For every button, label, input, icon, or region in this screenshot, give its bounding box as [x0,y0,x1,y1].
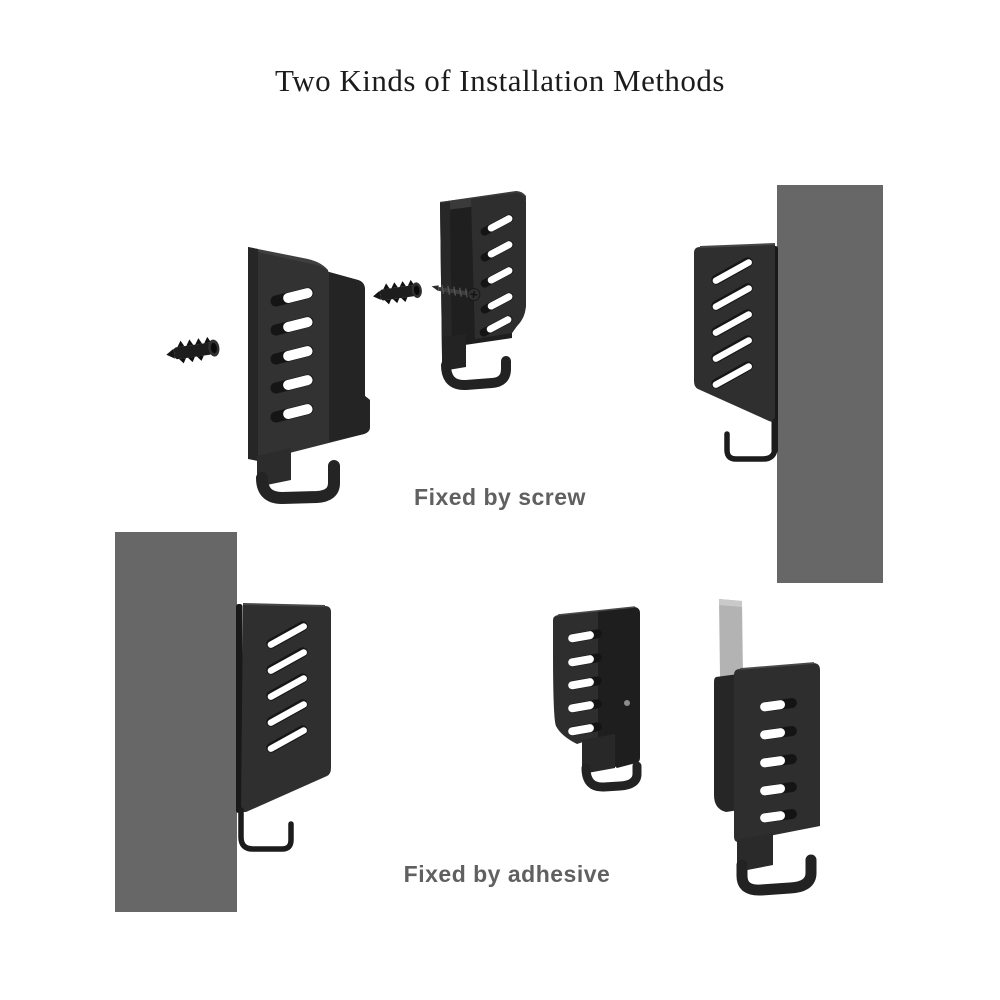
illustration-bracket-rear-with-screw-and-anchor [373,191,526,391]
hook [581,761,642,792]
hook-strip [582,734,615,774]
slots [479,214,514,337]
adhesive-method-label: Fixed by adhesive [403,861,611,887]
bracket [714,662,820,896]
slots [760,698,797,823]
slots [711,257,753,389]
illustration-bracket-screw-mounted-on-wall [694,185,883,583]
hook [441,356,511,391]
mount-plate [236,604,243,813]
screw [431,284,481,302]
adhesive-strip-top [719,599,742,607]
slots [266,621,308,753]
hook [238,807,294,852]
bracket [238,603,331,852]
wall [777,185,883,583]
illustration-bracket-adhesive-mounted-on-wall [115,532,331,912]
hook [736,854,817,896]
wall-anchor [166,336,220,364]
slots [568,629,602,736]
screw-method-label: Fixed by screw [414,484,586,510]
illustration-bracket-exploded-with-wall-anchor [166,247,370,504]
illustration-bracket-three-quarter-view [553,606,642,792]
page-title: Two Kinds of Installation Methods [274,63,725,98]
screw-hole [624,700,630,706]
slots [270,287,314,423]
bracket [553,606,642,792]
wall [115,532,237,912]
illustration-bracket-with-adhesive-strip [714,599,820,896]
hook [724,418,778,462]
bracket [694,243,778,462]
hook [256,460,340,504]
bracket [440,191,526,391]
bracket [248,247,370,504]
wall-anchor [373,279,422,305]
